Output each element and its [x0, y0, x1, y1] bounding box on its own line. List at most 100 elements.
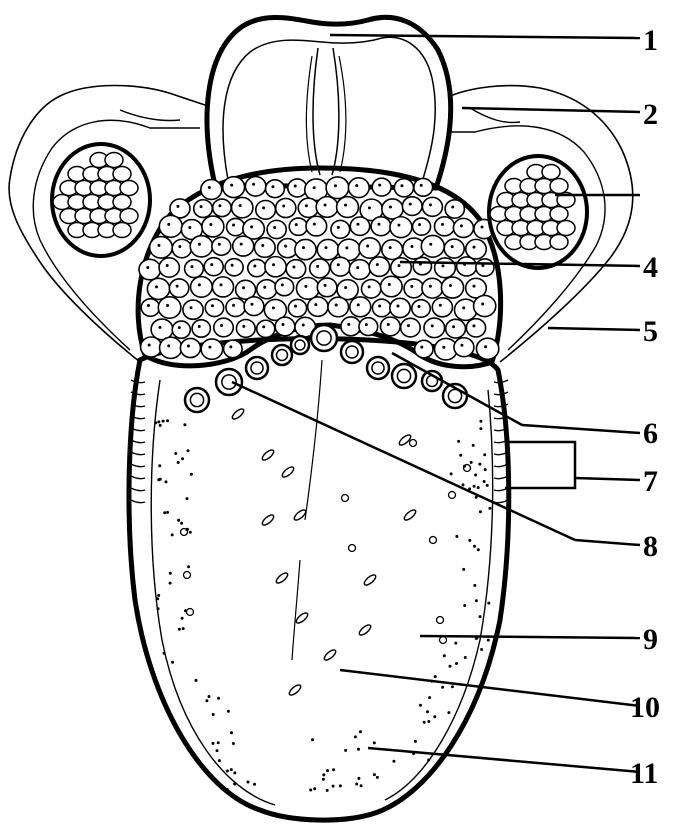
- filiform-papilla: [163, 652, 166, 655]
- filiform-papilla: [177, 519, 180, 522]
- follicle-pore: [230, 184, 233, 187]
- follicle-pore: [304, 285, 307, 288]
- follicle-pore: [442, 346, 445, 349]
- follicle: [266, 180, 285, 198]
- filiform-papilla: [487, 639, 490, 642]
- small-papilla: [187, 609, 194, 616]
- leader-5: [548, 328, 640, 330]
- follicle-pore: [219, 283, 222, 286]
- follicle-pore: [429, 203, 432, 206]
- left-fold-crease: [120, 110, 180, 121]
- follicle-pore: [190, 265, 193, 268]
- follicle-pore: [208, 186, 211, 189]
- filiform-papilla: [483, 453, 486, 456]
- foliate-ridge: [131, 488, 145, 491]
- filiform-papilla: [479, 420, 482, 423]
- follicle: [183, 300, 203, 319]
- fungiform-papilla: [358, 623, 373, 637]
- label-7: 7: [643, 465, 658, 498]
- filiform-papilla: [158, 464, 161, 467]
- filiform-papilla: [183, 423, 186, 426]
- follicle: [225, 259, 243, 276]
- follicle: [446, 319, 466, 338]
- follicle-pore: [305, 204, 308, 207]
- follicle: [227, 218, 245, 235]
- follicle-pore: [294, 305, 297, 308]
- follicle: [404, 279, 424, 298]
- follicle: [372, 299, 390, 317]
- follicle: [275, 278, 294, 296]
- small-papilla: [410, 440, 417, 447]
- follicle: [169, 279, 188, 297]
- follicle-pore: [344, 286, 347, 289]
- filiform-papilla: [184, 609, 187, 612]
- follicle-pore: [418, 223, 421, 226]
- follicle: [341, 317, 361, 336]
- follicle: [172, 321, 190, 338]
- follicle: [435, 258, 456, 278]
- follicle: [194, 200, 213, 218]
- follicle-pore: [368, 206, 371, 209]
- follicle-pore: [355, 184, 358, 187]
- filiform-papilla: [464, 656, 467, 659]
- follicle-pore: [232, 224, 235, 227]
- filiform-papilla: [357, 777, 360, 780]
- filiform-papilla: [478, 463, 481, 466]
- leader-8: [232, 382, 575, 540]
- leader-11: [368, 748, 640, 772]
- follicle-pore: [409, 203, 412, 206]
- filiform-papilla: [373, 773, 376, 776]
- follicle: [317, 239, 338, 259]
- follicle: [382, 240, 403, 260]
- filiform-papilla: [332, 785, 335, 788]
- filiform-papilla: [475, 599, 478, 602]
- filiform-papilla: [392, 760, 395, 763]
- follicle: [381, 276, 403, 296]
- fungiform-papilla: [261, 513, 276, 527]
- follicle-pore: [211, 304, 214, 307]
- follicle-pore: [452, 325, 455, 328]
- filiform-papilla: [226, 788, 229, 791]
- tongue-edge-inner-right: [385, 390, 493, 800]
- follicle-pore: [420, 184, 423, 187]
- follicle-pore: [242, 286, 245, 289]
- follicle-pore: [252, 183, 255, 186]
- filiform-papilla: [474, 474, 477, 477]
- filiform-papilla: [468, 539, 471, 542]
- filiform-papilla: [477, 548, 480, 551]
- follicle: [372, 178, 391, 196]
- follicle-pore: [220, 324, 223, 327]
- fungiform-papilla: [403, 508, 418, 522]
- follicle-pore: [198, 243, 201, 246]
- follicle: [172, 239, 191, 257]
- follicle-pore: [218, 204, 221, 207]
- follicle: [453, 218, 473, 237]
- filiform-papilla: [212, 742, 215, 745]
- tongue-edge-inner: [151, 380, 275, 805]
- follicle: [422, 278, 443, 298]
- follicle: [224, 340, 243, 358]
- small-papilla: [440, 637, 447, 644]
- follicle-pore: [472, 285, 475, 288]
- filiform-papilla: [434, 675, 437, 678]
- follicle-pore: [451, 245, 454, 248]
- follicle: [474, 295, 496, 316]
- filiform-papilla: [217, 741, 220, 744]
- filiform-papilla: [171, 661, 174, 664]
- follicle: [286, 260, 306, 279]
- follicle: [432, 298, 452, 317]
- fungiform-papilla: [295, 611, 310, 625]
- follicle: [192, 320, 210, 337]
- leader-10: [340, 670, 640, 706]
- filiform-papilla: [157, 607, 160, 610]
- follicle: [213, 199, 231, 217]
- filiform-papilla: [187, 449, 190, 452]
- follicle: [295, 239, 316, 259]
- filiform-papilla: [427, 720, 430, 723]
- filiform-papilla: [178, 628, 181, 631]
- filiform-papilla: [181, 457, 184, 460]
- follicle-pore: [378, 304, 381, 307]
- filiform-papilla: [169, 582, 172, 585]
- follicle: [424, 318, 445, 338]
